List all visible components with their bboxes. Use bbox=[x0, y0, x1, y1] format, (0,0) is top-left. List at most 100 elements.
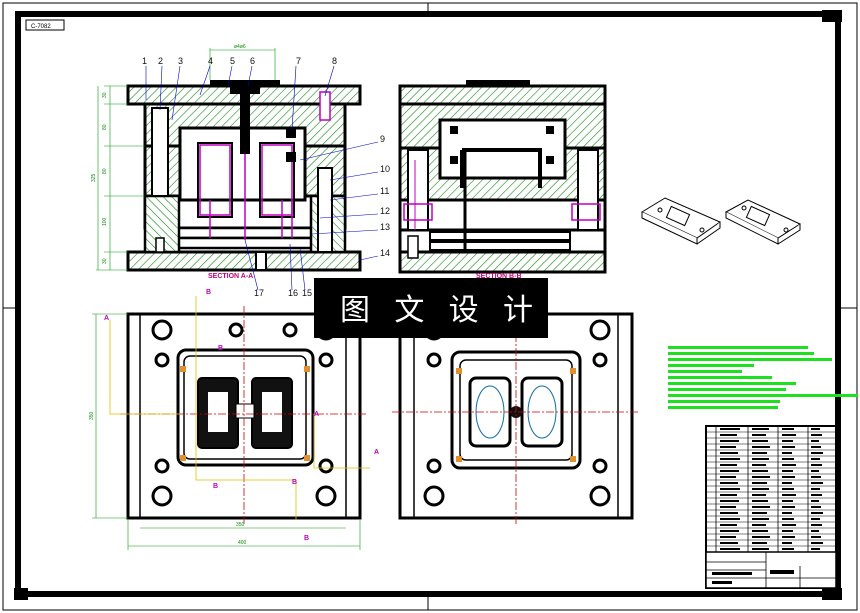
dim-h1: 30 bbox=[102, 92, 108, 98]
bom-cell-text bbox=[720, 524, 737, 526]
bom-cell-text bbox=[811, 476, 821, 478]
part-number-6: 6 bbox=[250, 56, 255, 66]
dim-plan-width: 400 bbox=[238, 540, 247, 546]
view-label-b-inner-2: B bbox=[213, 483, 218, 490]
bom-cell-text bbox=[811, 536, 821, 538]
section-b-b-label: SECTION B-B bbox=[476, 273, 522, 280]
bom-cell-text bbox=[811, 530, 819, 532]
dim-plan-inner-width: 350 bbox=[236, 522, 245, 528]
bom-cell-text bbox=[782, 536, 795, 538]
part-leaders bbox=[145, 65, 379, 291]
bom-cell-text bbox=[782, 464, 796, 466]
part-number-4: 4 bbox=[208, 56, 213, 66]
section-a-a-label: SECTION A-A bbox=[208, 273, 253, 280]
part-number-3: 3 bbox=[178, 56, 183, 66]
bom-cell-text bbox=[720, 500, 739, 502]
bom-cell-text bbox=[811, 482, 823, 484]
bom-cell-text bbox=[752, 530, 768, 532]
part-number-13: 13 bbox=[380, 222, 390, 232]
bom-cell-text bbox=[811, 470, 819, 472]
bom-cell-text bbox=[720, 482, 738, 484]
dim-top-width: ø4ø6 bbox=[234, 44, 246, 50]
dim-plan-height: 350 bbox=[89, 411, 95, 420]
bom-cell-text bbox=[811, 494, 822, 496]
bom-cell-text bbox=[720, 536, 736, 538]
part-number-5: 5 bbox=[230, 56, 235, 66]
part-number-16: 16 bbox=[288, 288, 298, 298]
dim-height-total: 325 bbox=[91, 173, 97, 182]
view-label-a-right: A bbox=[374, 449, 379, 456]
bom-cell-text bbox=[720, 470, 739, 472]
bom-cell-text bbox=[752, 542, 767, 544]
bom-cell-text bbox=[720, 512, 738, 514]
side-section-view: SECTION B-B bbox=[398, 80, 607, 280]
bom-cell-text bbox=[752, 536, 770, 538]
bom-cell-text bbox=[720, 488, 740, 490]
part-3d-preview bbox=[640, 197, 802, 245]
bom-cell-text bbox=[782, 488, 794, 490]
bom-cell-text bbox=[782, 452, 792, 454]
front-section-view: SECTION A-A 30 80 80 100 30 325 ø4ø6 bbox=[91, 44, 390, 298]
top-dimension bbox=[209, 48, 276, 80]
view-label-a-left: A bbox=[104, 315, 109, 322]
bom-cell-text bbox=[811, 512, 823, 514]
part-number-10: 10 bbox=[380, 164, 390, 174]
dim-h5: 30 bbox=[102, 258, 108, 264]
bom-cell-text bbox=[752, 512, 767, 514]
bom-cell-text bbox=[811, 452, 823, 454]
view-label-b-top: B bbox=[206, 289, 211, 296]
bom-cell-text bbox=[720, 434, 737, 436]
bom-cell-text bbox=[811, 464, 822, 466]
drawing-code: C-7082 bbox=[31, 24, 51, 30]
bom-cell-text bbox=[782, 500, 793, 502]
watermark-text: 图 文 设 计 bbox=[340, 294, 541, 327]
bom-cell-text bbox=[782, 548, 794, 550]
part-number-1: 1 bbox=[142, 56, 147, 66]
watermark-banner: 图 文 设 计 bbox=[314, 278, 548, 338]
view-label-b-bottom: B bbox=[304, 535, 309, 542]
bom-cell-text bbox=[720, 464, 737, 466]
part-number-7: 7 bbox=[296, 56, 301, 66]
bom-cell-text bbox=[811, 548, 820, 550]
bom-cell-text bbox=[811, 428, 820, 430]
bom-cell-text bbox=[752, 440, 768, 442]
part-number-8: 8 bbox=[332, 56, 337, 66]
bom-cell-text bbox=[720, 548, 740, 550]
bom-cell-text bbox=[782, 530, 793, 532]
bom-cell-text bbox=[752, 434, 766, 436]
bom-cell-text bbox=[811, 506, 821, 508]
part-number-14: 14 bbox=[380, 248, 390, 258]
bom-cell-text bbox=[782, 494, 796, 496]
bom-cell-text bbox=[782, 440, 793, 442]
view-label-a-inner: A bbox=[314, 411, 319, 418]
part-number-2: 2 bbox=[158, 56, 163, 66]
view-label-b-inner-1: B bbox=[218, 345, 223, 352]
bom-cell-text bbox=[720, 506, 736, 508]
bom-cell-text bbox=[782, 512, 792, 514]
bom-cell-text bbox=[720, 452, 738, 454]
bom-cell-text bbox=[782, 482, 792, 484]
bill-of-materials bbox=[705, 425, 837, 589]
bom-cell-text bbox=[752, 458, 769, 460]
bom-cell-text bbox=[720, 440, 739, 442]
bom-cell-text bbox=[752, 482, 767, 484]
bom-cell-text bbox=[811, 500, 819, 502]
bom-cell-text bbox=[811, 446, 821, 448]
bom-cell-text bbox=[720, 530, 739, 532]
plan-view-moving-half bbox=[392, 306, 640, 526]
bom-cell-text bbox=[811, 440, 819, 442]
plan-view-fixed-half: 350 350 400 B A A B B B B A bbox=[89, 289, 379, 550]
bom-cell-text bbox=[782, 470, 793, 472]
bom-cell-text bbox=[752, 494, 766, 496]
view-label-b-inner-3: B bbox=[292, 479, 297, 486]
bom-cell-text bbox=[782, 506, 795, 508]
bom-cell-text bbox=[782, 524, 796, 526]
drawing-code-box: C-7082 bbox=[25, 19, 65, 31]
bom-cell-text bbox=[782, 542, 792, 544]
bom-cell-text bbox=[720, 476, 736, 478]
bom-cell-text bbox=[720, 446, 736, 448]
vertical-dimensions bbox=[96, 85, 145, 271]
bom-cell-text bbox=[752, 506, 770, 508]
bom-cell-text bbox=[720, 542, 738, 544]
